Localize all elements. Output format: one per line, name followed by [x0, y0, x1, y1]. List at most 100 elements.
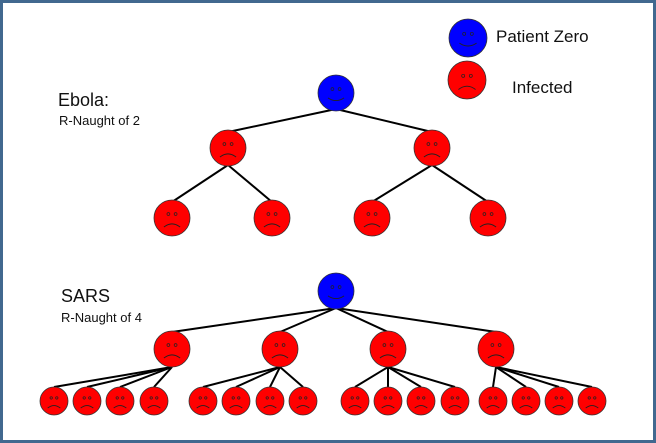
eye-icon — [173, 212, 178, 216]
transmission-edge — [171, 307, 337, 333]
eye-icon — [273, 212, 278, 216]
eye-icon — [587, 396, 591, 400]
eye-icon — [265, 396, 269, 400]
transmission-edge — [335, 307, 389, 333]
eye-icon — [298, 396, 302, 400]
eye-icon — [49, 396, 53, 400]
eye-icon — [462, 31, 467, 36]
frown-icon — [487, 354, 505, 359]
transmission-edge — [86, 366, 173, 388]
ebola-patient-zero-node — [317, 74, 355, 112]
frown-icon — [458, 85, 476, 90]
eye-icon — [155, 396, 159, 400]
eye-icon — [266, 212, 271, 216]
legend-patient-zero-label: Patient Zero — [496, 27, 589, 46]
legend-infected-icon — [447, 60, 487, 100]
transmission-edge — [227, 164, 273, 203]
sars-infected-node — [369, 330, 407, 368]
legend-infected-label: Infected — [512, 78, 573, 97]
eye-icon — [382, 343, 387, 347]
eye-icon — [497, 343, 502, 347]
frown-icon — [47, 405, 61, 409]
sars-infected-node — [511, 386, 541, 416]
ebola-infected-node — [469, 199, 507, 237]
smile-icon — [327, 97, 345, 102]
frown-icon — [196, 405, 210, 409]
eye-icon — [469, 31, 474, 36]
frown-icon — [448, 405, 462, 409]
eye-icon — [366, 212, 371, 216]
frown-icon — [229, 405, 243, 409]
sars-infected-node — [577, 386, 607, 416]
eye-icon — [330, 285, 335, 289]
eye-icon — [55, 396, 59, 400]
sars-infected-node — [221, 386, 251, 416]
transmission-edge — [53, 366, 173, 388]
legend-patient-zero-icon — [448, 18, 488, 58]
smile-icon — [327, 295, 345, 300]
eye-icon — [521, 396, 525, 400]
eye-icon — [166, 212, 171, 216]
eye-icon — [389, 343, 394, 347]
eye-icon — [149, 396, 153, 400]
transmission-edge — [387, 366, 422, 388]
frown-icon — [519, 405, 533, 409]
frown-icon — [147, 405, 161, 409]
sars-infected-node — [188, 386, 218, 416]
eye-icon — [554, 396, 558, 400]
eye-icon — [82, 396, 86, 400]
sars-patient-zero-node — [317, 272, 355, 310]
eye-icon — [482, 212, 487, 216]
sars-infected-node — [373, 386, 403, 416]
eye-icon — [173, 343, 178, 347]
frown-icon — [381, 405, 395, 409]
ebola-title: Ebola: — [58, 90, 110, 110]
frown-icon — [80, 405, 94, 409]
frown-icon — [486, 405, 500, 409]
frown-icon — [163, 354, 181, 359]
sars-infected-node — [544, 386, 574, 416]
transmission-edge — [171, 164, 229, 203]
eye-icon — [198, 396, 202, 400]
sars-infected-node — [288, 386, 318, 416]
sars-infected-node — [39, 386, 69, 416]
eye-icon — [494, 396, 498, 400]
eye-icon — [274, 343, 279, 347]
frown-icon — [379, 354, 397, 359]
transmission-edge — [119, 366, 173, 388]
eye-icon — [456, 396, 460, 400]
frown-icon — [363, 223, 381, 228]
sars-infected-node — [139, 386, 169, 416]
eye-icon — [337, 87, 342, 91]
transmission-edge — [202, 366, 281, 388]
ebola-subtitle: R-Naught of 2 — [59, 113, 140, 128]
eye-icon — [527, 396, 531, 400]
frown-icon — [479, 223, 497, 228]
sars-infected-node — [406, 386, 436, 416]
eye-icon — [115, 396, 119, 400]
sars-infected-node — [105, 386, 135, 416]
eye-icon — [488, 396, 492, 400]
frown-icon — [271, 354, 289, 359]
frown-icon — [585, 405, 599, 409]
frown-icon — [263, 405, 277, 409]
transmission-edge — [235, 366, 281, 388]
eye-icon — [222, 142, 227, 146]
transmission-edge — [279, 366, 304, 388]
sars-infected-node — [153, 330, 191, 368]
eye-icon — [330, 87, 335, 91]
eye-icon — [204, 396, 208, 400]
sars-subtitle: R-Naught of 4 — [61, 310, 142, 325]
frown-icon — [414, 405, 428, 409]
sars-infected-node — [477, 330, 515, 368]
sars-title: SARS — [61, 286, 111, 306]
eye-icon — [489, 212, 494, 216]
eye-icon — [426, 142, 431, 146]
eye-icon — [593, 396, 597, 400]
eye-icon — [231, 396, 235, 400]
sars-infected-node — [261, 330, 299, 368]
frown-icon — [113, 405, 127, 409]
transmission-edge — [354, 366, 389, 388]
eye-icon — [416, 396, 420, 400]
